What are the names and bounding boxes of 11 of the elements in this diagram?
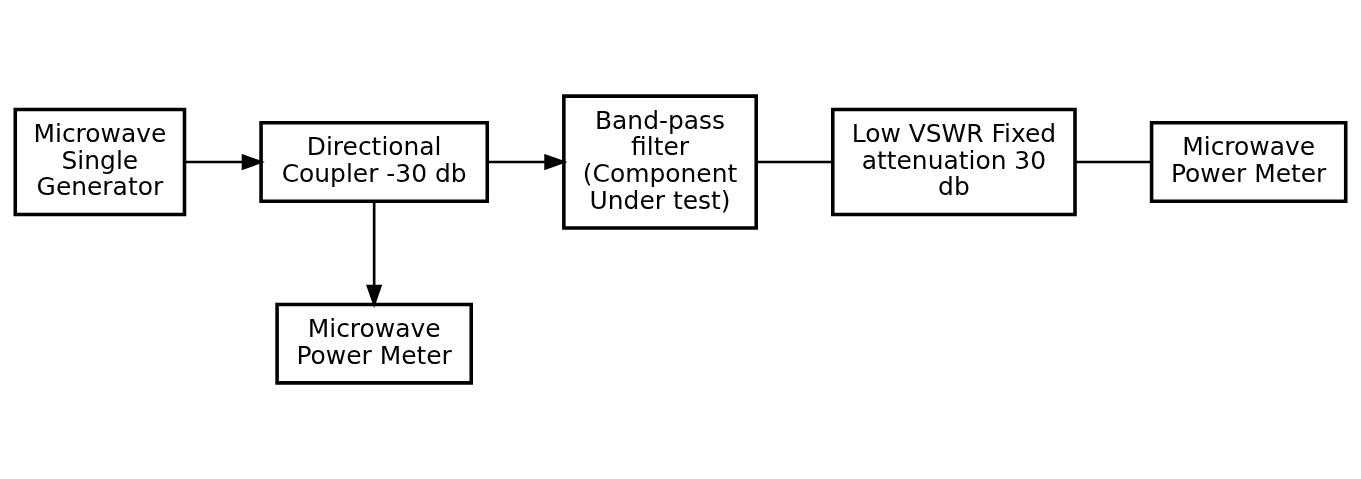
connector <box>756 160 833 164</box>
arrow <box>487 153 568 171</box>
node-box: Microwave Single Generator <box>13 107 187 217</box>
arrow <box>366 201 383 308</box>
node-box: Directional Coupler -30 db <box>259 121 490 203</box>
node-box: Low VSWR Fixed attenuation 30 db <box>831 107 1077 217</box>
node-box: Microwave Power Meter <box>275 302 473 385</box>
connector <box>1075 160 1152 164</box>
node-box: Microwave Power Meter <box>1149 121 1348 203</box>
node-box: Band-pass filter (Component Under test) <box>562 94 758 230</box>
arrow <box>185 153 265 171</box>
